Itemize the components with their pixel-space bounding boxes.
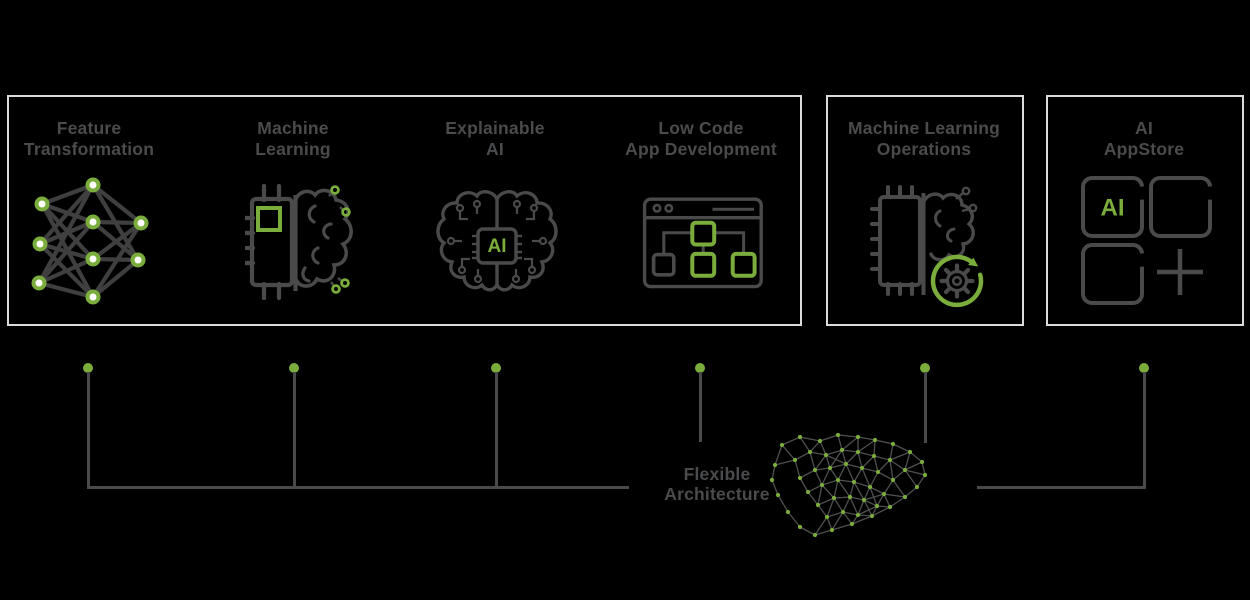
connector-dot (83, 363, 93, 373)
panel-core-capabilities (7, 95, 802, 326)
app-grid-icon: AI (1081, 176, 1212, 305)
plus-icon (1157, 249, 1203, 295)
label-line: Feature (56, 118, 122, 138)
label-line: AppStore (1103, 139, 1185, 159)
gear-icon (939, 263, 975, 299)
chip-brain-gear-icon (870, 185, 984, 308)
label-line: Flexible (683, 464, 751, 484)
neural-network-icon (31, 177, 149, 305)
connector-line-vertical (494, 372, 498, 488)
item-label-explainable-ai: Explainable AI (400, 118, 590, 160)
label-line: Machine (257, 118, 329, 138)
connector-line-vertical (1142, 372, 1146, 489)
label-line: Transformation (23, 139, 155, 159)
network-mesh-icon (769, 432, 928, 538)
footer-label-flexible-architecture: Flexible Architecture (617, 464, 817, 504)
label-line: AI (1135, 118, 1153, 138)
item-label-low-code: Low Code App Development (606, 118, 796, 160)
chip-brain-icon (245, 183, 353, 301)
item-label-machine-learning: Machine Learning (198, 118, 388, 160)
connector-dot (1139, 363, 1149, 373)
connector-dot (695, 363, 705, 373)
item-label-feature-transformation: Feature Transformation (0, 118, 184, 160)
connector-line-vertical (292, 372, 296, 488)
panel-appstore (1046, 95, 1244, 326)
connector-dot (920, 363, 930, 373)
connector-line-vertical (923, 372, 927, 443)
connector-line-horizontal (86, 486, 629, 489)
label-line: Machine Learning (848, 118, 1000, 138)
app-window-flowchart-icon (642, 197, 763, 289)
connector-line-vertical (86, 372, 90, 488)
label-line: Learning (255, 139, 331, 159)
connector-dot (289, 363, 299, 373)
xai-chip-text: AI (488, 236, 507, 257)
item-label-ai-appstore: AI AppStore (1049, 118, 1239, 160)
panel-mlops (826, 95, 1024, 326)
sync-arrow-icon (930, 254, 984, 308)
label-line: Explainable (445, 118, 545, 138)
connector-dot (491, 363, 501, 373)
brain-ai-chip-icon: AI (436, 190, 558, 292)
label-line: Architecture (664, 484, 770, 504)
connector-line-horizontal (977, 486, 1146, 489)
label-line: App Development (625, 139, 777, 159)
connector-line-vertical (698, 372, 702, 442)
label-line: Operations (876, 139, 972, 159)
item-label-mlops: Machine Learning Operations (829, 118, 1019, 160)
sync-arrowhead (968, 257, 979, 267)
label-line: Low Code (658, 118, 744, 138)
label-line: AI (486, 139, 504, 159)
appstore-ai-text: AI (1101, 195, 1125, 222)
